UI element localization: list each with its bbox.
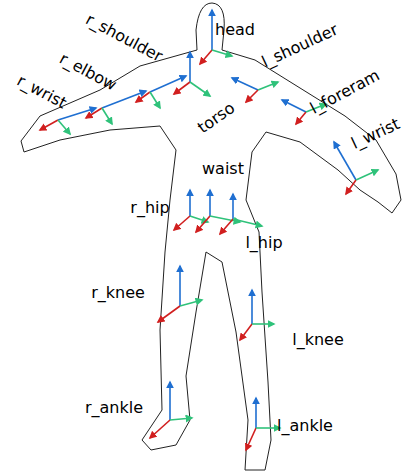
frame-axis [209,190,211,216]
frame-axis [150,420,170,438]
frame-axis [190,82,210,96]
joint-frames [40,10,378,450]
frame-axis [150,76,186,92]
joint-label: r_wrist [15,72,70,111]
frame-axis [158,306,180,322]
frame-axis [232,194,234,219]
joint-label: r_hip [130,200,169,216]
frame-axis [282,100,306,112]
frame-axis [179,266,181,306]
body-outline [21,3,401,470]
joint-label: head [215,22,255,38]
frame-axis [233,219,262,226]
joint-label: torso [195,100,238,136]
frame-axis [86,108,102,118]
frame-axis [58,120,70,134]
frame-axis [296,112,306,124]
frame-axis [174,216,190,230]
joint-label: r_ankle [85,400,143,416]
joint-label: l_ankle [277,418,333,434]
frame-axis [252,323,274,325]
frame-axis [102,91,146,108]
frame-axis [246,90,258,102]
frame-axis [334,142,356,180]
frame-axis [258,82,278,90]
joint-label: r_shoulder [83,11,165,65]
frame-axis [58,108,96,120]
frame-axis [150,92,160,108]
joint-label: l_hip [245,235,282,251]
frame-axis [180,300,202,306]
joint-label: l_foreram [308,67,383,117]
frame-axis [251,290,253,324]
joint-label: l_shoulder [260,21,341,70]
frame-axis [211,10,213,50]
frame-axis [212,50,232,56]
frame-axis [40,120,58,130]
frame-axis [232,78,258,90]
frame-axis [196,216,210,232]
frame-axis [246,428,256,450]
frame-axis [189,52,191,82]
frame-axis [256,427,280,429]
joint-label: l_knee [292,332,344,348]
frame-axis [170,418,192,420]
frame-axis [169,382,171,420]
joint-label: r_knee [91,285,145,301]
frame-axis [174,82,190,94]
frame-axis [356,170,378,180]
frame-axis [200,50,212,64]
frame-axis [346,180,356,194]
joint-label: r_elbow [57,50,119,93]
frame-axis [240,324,252,340]
joint-label: l_wrist [349,116,402,152]
joint-label: waist [202,161,244,177]
frame-axis [255,398,257,428]
frame-axis [220,219,233,234]
frame-axis [189,190,191,216]
frame-axis [102,108,112,124]
